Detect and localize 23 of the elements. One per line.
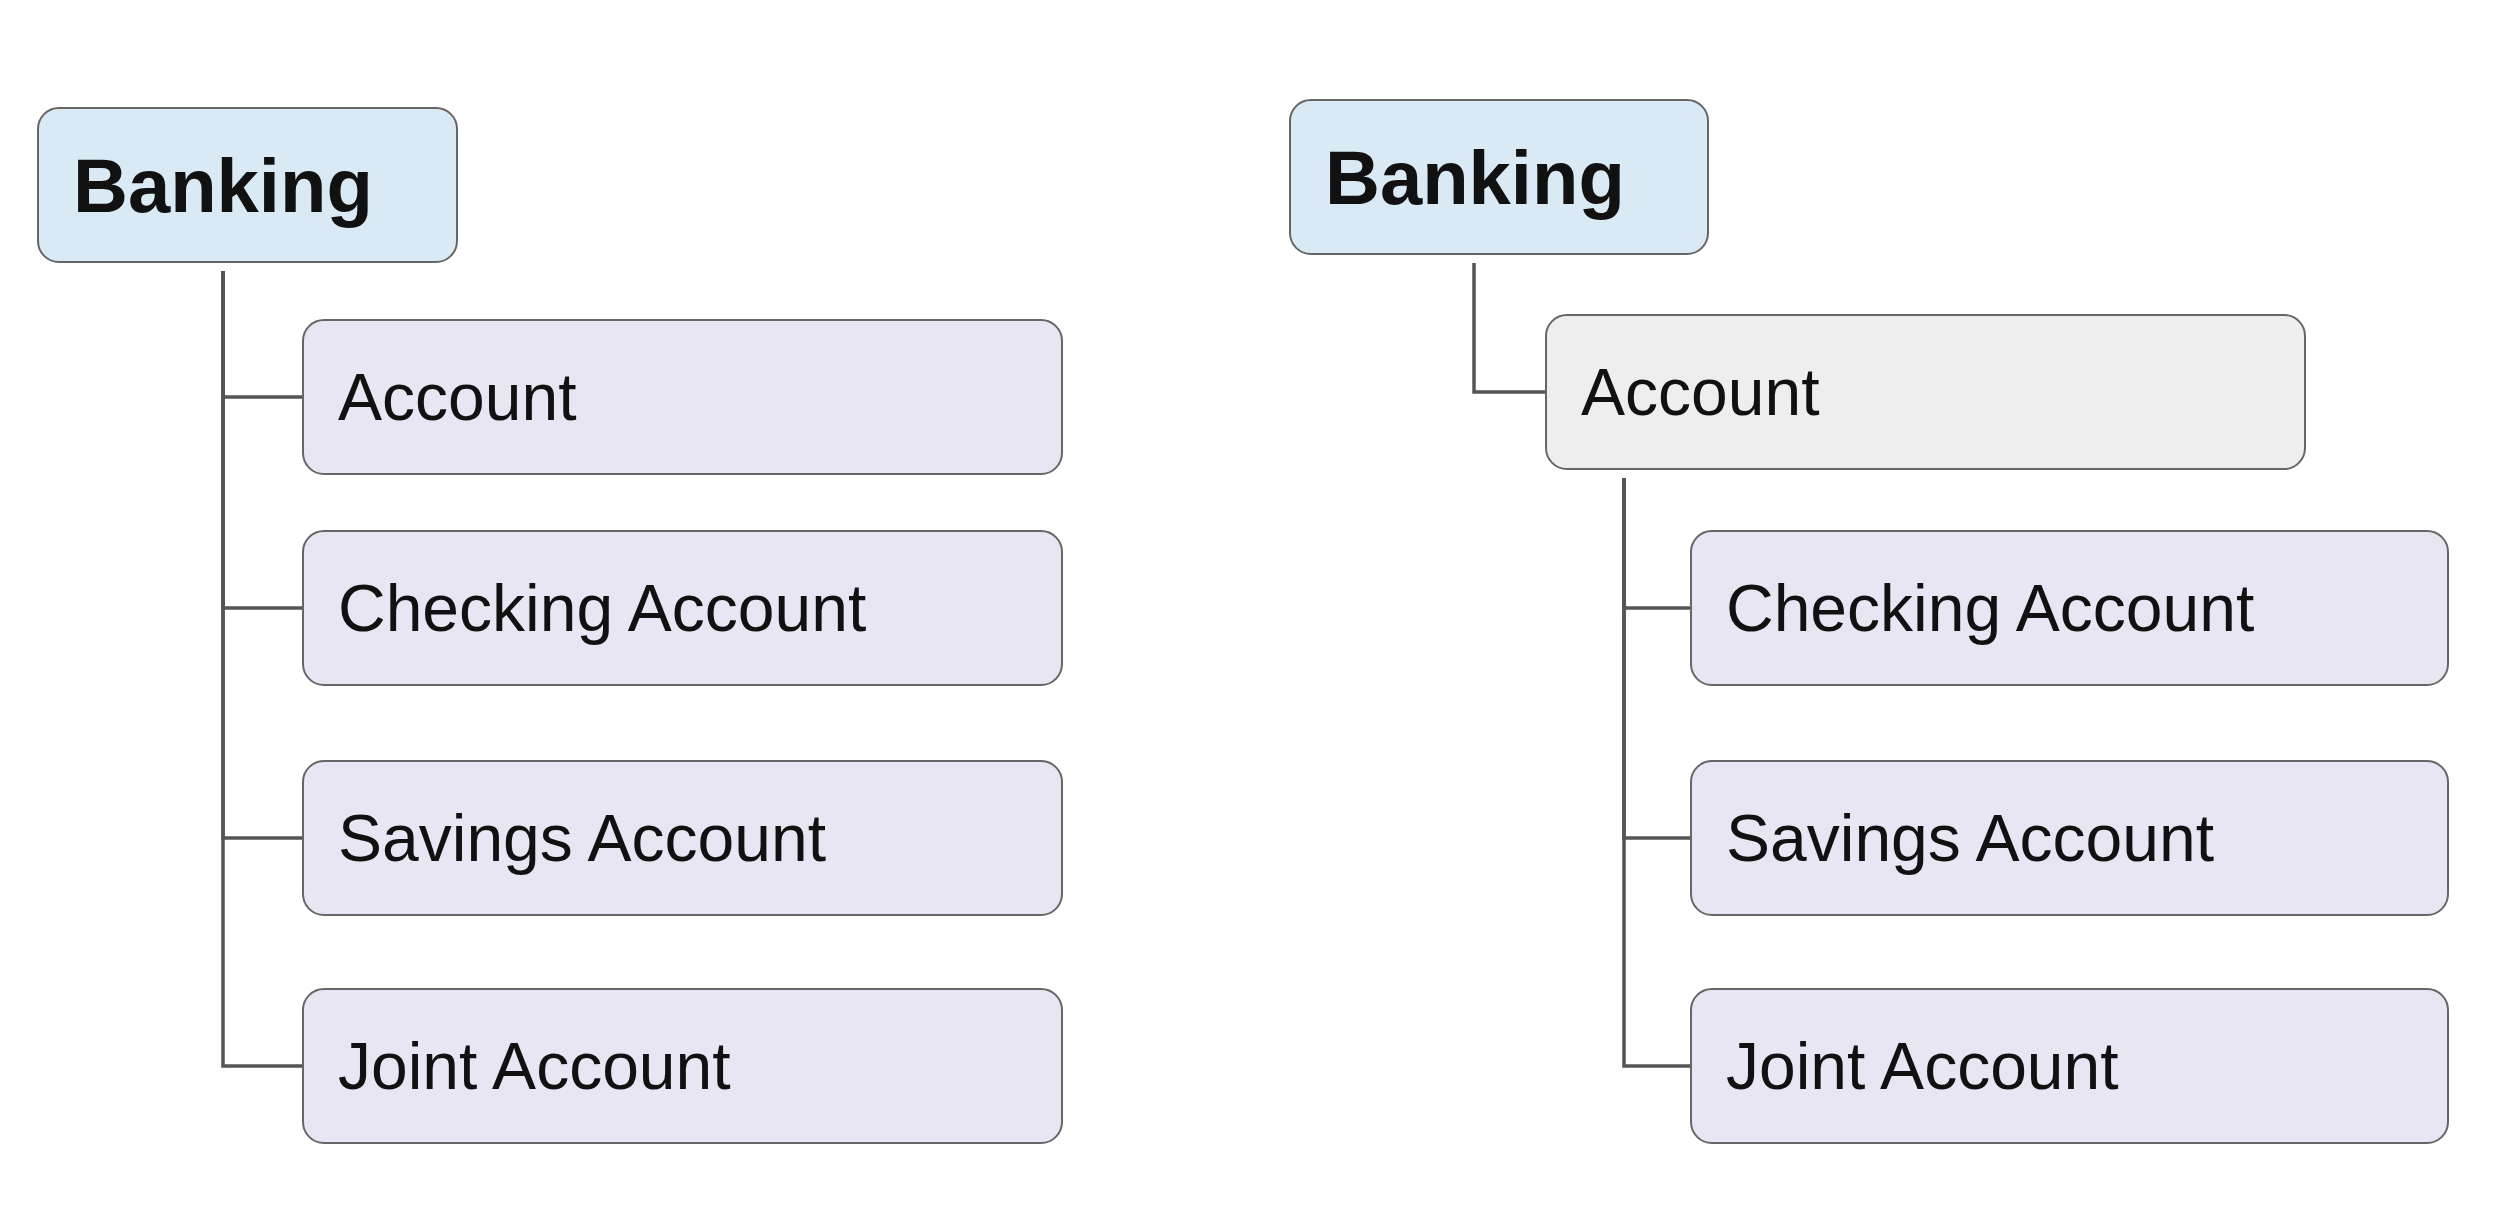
subtopic-box	[302, 530, 1063, 686]
subtopic-box	[302, 988, 1063, 1144]
root-topic-box	[1289, 99, 1709, 255]
connector-line	[1622, 478, 1690, 1068]
root-topic-box	[37, 107, 458, 263]
subtopic-box	[1690, 760, 2449, 916]
topic-label: Savings Account	[338, 800, 826, 876]
subtopic-box	[302, 760, 1063, 916]
topic-label: Checking Account	[338, 570, 867, 646]
topic-label: Joint Account	[1726, 1028, 2119, 1104]
subtopic-box	[302, 319, 1063, 475]
connector-line	[1472, 263, 1545, 394]
topic-label: Savings Account	[1726, 800, 2214, 876]
subtopic-box	[1690, 530, 2449, 686]
subtopic-box	[1690, 988, 2449, 1144]
topic-label: Account	[338, 359, 577, 435]
connector-line	[221, 271, 302, 1068]
topic-label: Account	[1581, 354, 1820, 430]
topic-label: Checking Account	[1726, 570, 2255, 646]
topic-box	[1545, 314, 2306, 470]
topic-label: Joint Account	[338, 1028, 731, 1104]
topic-label: Banking	[1325, 133, 1625, 221]
topic-label: Banking	[73, 141, 373, 229]
